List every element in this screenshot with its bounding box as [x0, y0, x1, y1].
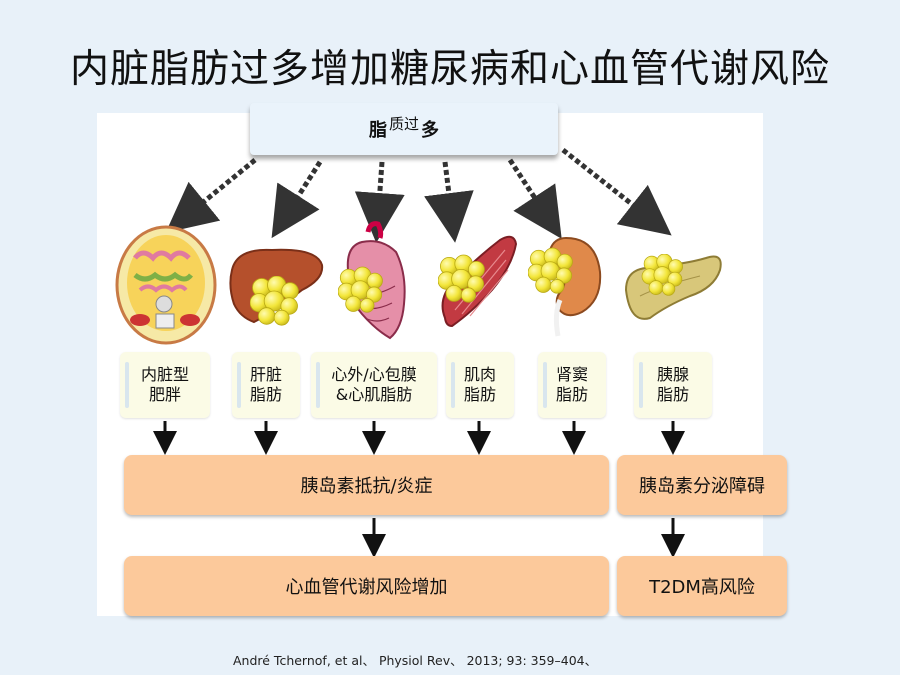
label-renal-sinus-fat: 肾窦 脂肪 — [538, 352, 606, 418]
top-box-part1: 脂 — [368, 120, 387, 141]
label-muscle-fat: 肌肉 脂肪 — [446, 352, 514, 418]
arrow-to-muscle — [424, 161, 474, 243]
label-visceral-obesity: 内脏型 肥胖 — [120, 352, 210, 418]
insulin-resistance-box: 胰岛素抵抗/炎症 — [124, 455, 609, 515]
cardiometabolic-risk-box: 心血管代谢风险增加 — [124, 556, 609, 616]
label-heart-fat: 心外/心包膜 &心肌脂肪 — [311, 352, 437, 418]
insulin-secretion-box: 胰岛素分泌障碍 — [617, 455, 787, 515]
liver-illustration — [229, 248, 324, 326]
page-title: 内脏脂肪过多增加糖尿病和心血管代谢风险 — [69, 47, 830, 92]
abdomen-illustration — [115, 225, 217, 345]
label-liver-fat: 肝脏 脂肪 — [232, 352, 300, 418]
t2dm-risk-box: T2DM高风险 — [617, 556, 787, 616]
arrow-to-liver — [271, 160, 323, 239]
top-box-part2: 质过 — [388, 114, 419, 133]
dashed-arrows — [165, 148, 672, 243]
heart-illustration — [338, 221, 406, 340]
arrow-to-pancreas — [561, 148, 672, 236]
top-box-part3: 多 — [421, 120, 439, 141]
muscle-illustration — [438, 235, 518, 328]
solid-arrows — [153, 421, 685, 558]
pancreas-illustration — [624, 254, 722, 320]
kidney-illustration — [528, 236, 602, 337]
label-pancreas-fat: 胰腺 脂肪 — [634, 352, 712, 418]
excess-lipid-box: 脂 质过 多 — [250, 103, 558, 155]
citation: André Tchernof, et al、 Physiol Rev、 2013… — [233, 653, 598, 668]
arrow-to-kidney — [507, 158, 562, 239]
arrow-to-visceral — [165, 158, 257, 233]
arrow-to-heart — [354, 161, 405, 243]
